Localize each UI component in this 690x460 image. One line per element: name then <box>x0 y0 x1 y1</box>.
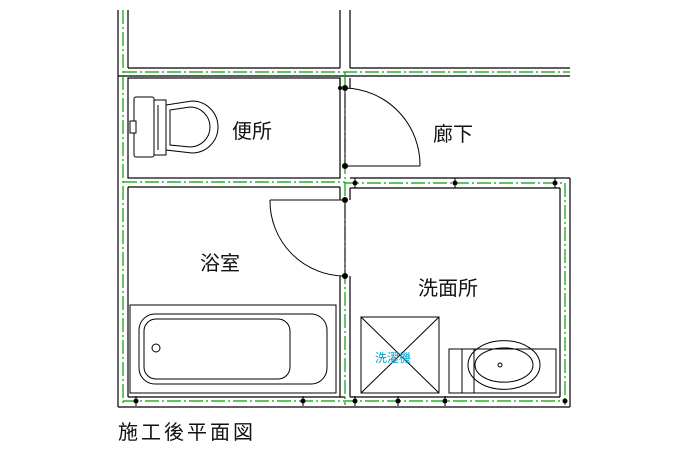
toilet-label: 便所 <box>232 119 272 143</box>
washing-machine <box>360 316 440 394</box>
bathroom-label: 浴室 <box>200 251 240 275</box>
corridor-label: 廊下 <box>433 122 473 146</box>
toilet-door <box>342 85 421 169</box>
toilet-fixture <box>129 96 219 158</box>
wash-basin <box>448 340 557 394</box>
plan-caption: 施工後平面図 <box>118 420 256 444</box>
washing-machine-label: 洗濯機 <box>375 350 411 365</box>
outer-walls <box>117 10 570 407</box>
window-ticks <box>135 178 556 406</box>
bathroom-walls <box>118 186 345 408</box>
washroom-label: 洗面所 <box>418 276 478 300</box>
toilet-room-walls <box>127 77 341 179</box>
bathtub <box>129 304 337 394</box>
bathroom-door <box>269 197 348 279</box>
center-lines <box>122 10 570 405</box>
